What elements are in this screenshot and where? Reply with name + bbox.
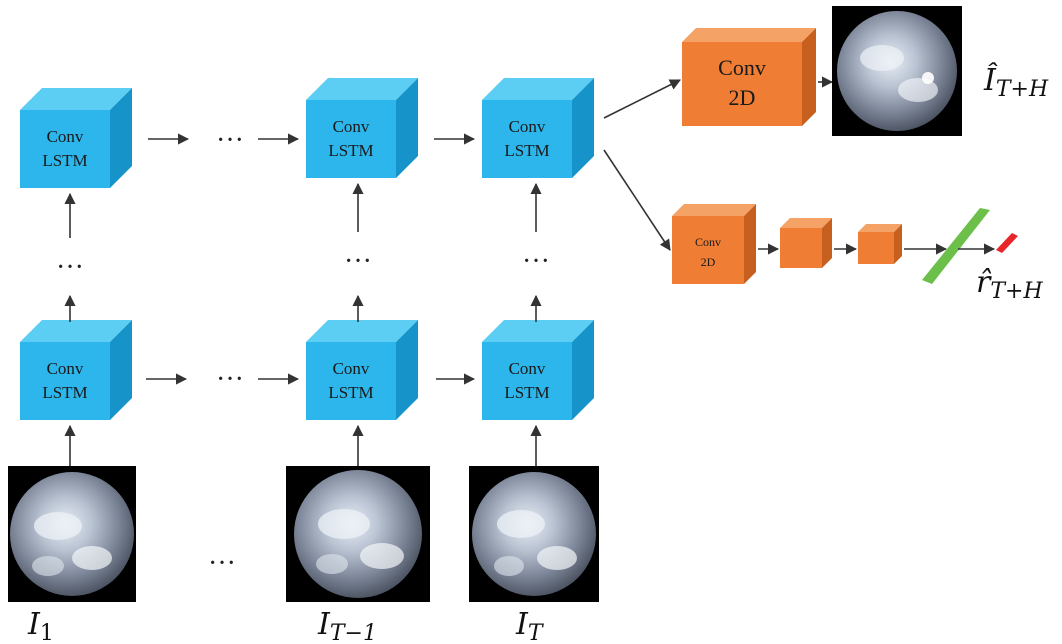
arrows <box>64 76 996 466</box>
cube-top-face <box>780 218 832 228</box>
cube-top-face <box>20 320 132 342</box>
label-base: I <box>515 607 529 642</box>
label-base: I <box>317 607 331 642</box>
block-label-line2: 2D <box>729 85 756 110</box>
cube-side-face <box>396 320 418 420</box>
block-label-line2: 2D <box>701 255 716 269</box>
cube-side-face <box>572 78 594 178</box>
label-subscript: T+H <box>996 77 1049 102</box>
cube-top-face <box>306 78 418 100</box>
cube-side-face <box>572 320 594 420</box>
label-output-image: ÎT+H <box>983 62 1049 102</box>
cube-side-face <box>396 78 418 178</box>
convlstm-block-top-2: Conv LSTM <box>306 78 418 178</box>
ellipsis-bottom-row: ··· <box>216 364 244 395</box>
cube-side-face <box>110 320 132 420</box>
label-input-1: I1 <box>27 607 54 644</box>
cube-top-face <box>672 204 756 216</box>
conv2d-block-regression: Conv 2D <box>672 204 756 284</box>
label-subscript: 1 <box>40 621 54 644</box>
block-label-line1: Conv <box>718 55 766 80</box>
convlstm-block-bottom-3: Conv LSTM <box>482 320 594 420</box>
block-label-line2: LSTM <box>328 141 373 160</box>
cube-top-face <box>682 28 816 42</box>
cube-top-face <box>482 78 594 100</box>
cube-front-face <box>306 342 396 420</box>
label-base: r̂ <box>976 265 992 300</box>
block-label-line2: LSTM <box>504 141 549 160</box>
block-label-line1: Conv <box>47 127 84 146</box>
sky-image-output <box>832 6 962 136</box>
ellipsis-inputs: ··· <box>208 548 236 579</box>
cube-top-face <box>20 88 132 110</box>
cube-front-face <box>682 42 802 126</box>
cube-front-face <box>858 232 894 264</box>
cube-side-face <box>822 218 832 268</box>
convlstm-block-top-1: Conv LSTM <box>20 88 132 188</box>
cube-front-face <box>482 100 572 178</box>
block-label-line2: LSTM <box>42 151 87 170</box>
cube-side-face <box>744 204 756 284</box>
ellipsis-column-1: ··· <box>56 252 84 283</box>
label-subscript: T+H <box>990 279 1043 304</box>
feature-cube-2 <box>858 224 902 264</box>
arrow <box>603 149 671 251</box>
label-input-last: IT <box>515 607 545 644</box>
cube-side-face <box>894 224 902 264</box>
cube-top-face <box>306 320 418 342</box>
cube-top-face <box>482 320 594 342</box>
cube-front-face <box>306 100 396 178</box>
convlstm-block-top-3: Conv LSTM <box>482 78 594 178</box>
label-subscript: T <box>528 621 545 644</box>
block-label-line2: LSTM <box>328 383 373 402</box>
ellipsis-top-row: ··· <box>216 125 244 156</box>
sky-image-input-last <box>469 466 599 602</box>
block-label-line2: LSTM <box>42 383 87 402</box>
block-label-line1: Conv <box>333 117 370 136</box>
cube-front-face <box>482 342 572 420</box>
cube-top-face <box>858 224 902 232</box>
feature-cube-1 <box>780 218 832 268</box>
label-subscript: T−1 <box>330 621 377 644</box>
convlstm-block-bottom-1: Conv LSTM <box>20 320 132 420</box>
block-label-line1: Conv <box>509 359 546 378</box>
cube-front-face <box>780 228 822 268</box>
output-neuron <box>996 233 1018 253</box>
block-label-line2: LSTM <box>504 383 549 402</box>
arrow <box>603 79 682 119</box>
block-label-line1: Conv <box>333 359 370 378</box>
cube-front-face <box>20 342 110 420</box>
label-base: Î <box>983 62 998 98</box>
block-label-line1: Conv <box>47 359 84 378</box>
conv2d-block-image: Conv 2D <box>682 28 816 126</box>
label-output-scalar: r̂T+H <box>976 265 1043 304</box>
ellipsis-column-3: ··· <box>522 246 550 277</box>
sky-image-input-1 <box>8 466 136 602</box>
label-base: I <box>27 607 41 642</box>
cube-front-face <box>20 110 110 188</box>
cube-side-face <box>802 28 816 126</box>
convlstm-block-bottom-2: Conv LSTM <box>306 320 418 420</box>
dense-layer <box>922 208 990 284</box>
cube-front-face <box>672 216 744 284</box>
block-label-line1: Conv <box>509 117 546 136</box>
sky-image-input-prev <box>286 466 430 602</box>
ellipsis-column-2: ··· <box>344 246 372 277</box>
label-input-prev: IT−1 <box>317 607 377 644</box>
block-label-line1: Conv <box>695 235 721 249</box>
cube-side-face <box>110 88 132 188</box>
